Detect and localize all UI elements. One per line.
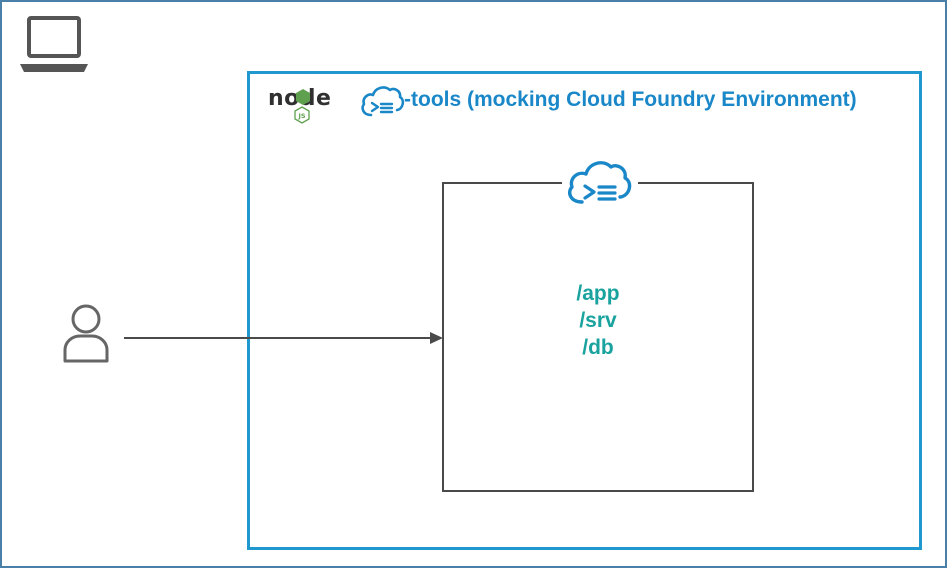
nodejs-hex-icon [296,89,310,105]
service-paths: /app /srv /db [542,280,654,361]
nodejs-logo: node JS [268,86,340,126]
environment-box [247,71,922,550]
environment-title: -tools (mocking Cloud Foundry Environmen… [404,88,857,111]
service-cloud-cli-icon [562,154,638,214]
nodejs-js-badge-icon: JS [294,106,310,124]
cloud-cli-icon [361,86,405,117]
path-app: /app [576,282,620,305]
path-srv: /srv [579,309,617,332]
request-arrow [124,332,443,344]
laptop-icon [20,16,88,72]
nodejs-js-badge-label: JS [297,112,305,120]
path-db: /db [582,336,614,359]
user-icon [63,304,109,363]
